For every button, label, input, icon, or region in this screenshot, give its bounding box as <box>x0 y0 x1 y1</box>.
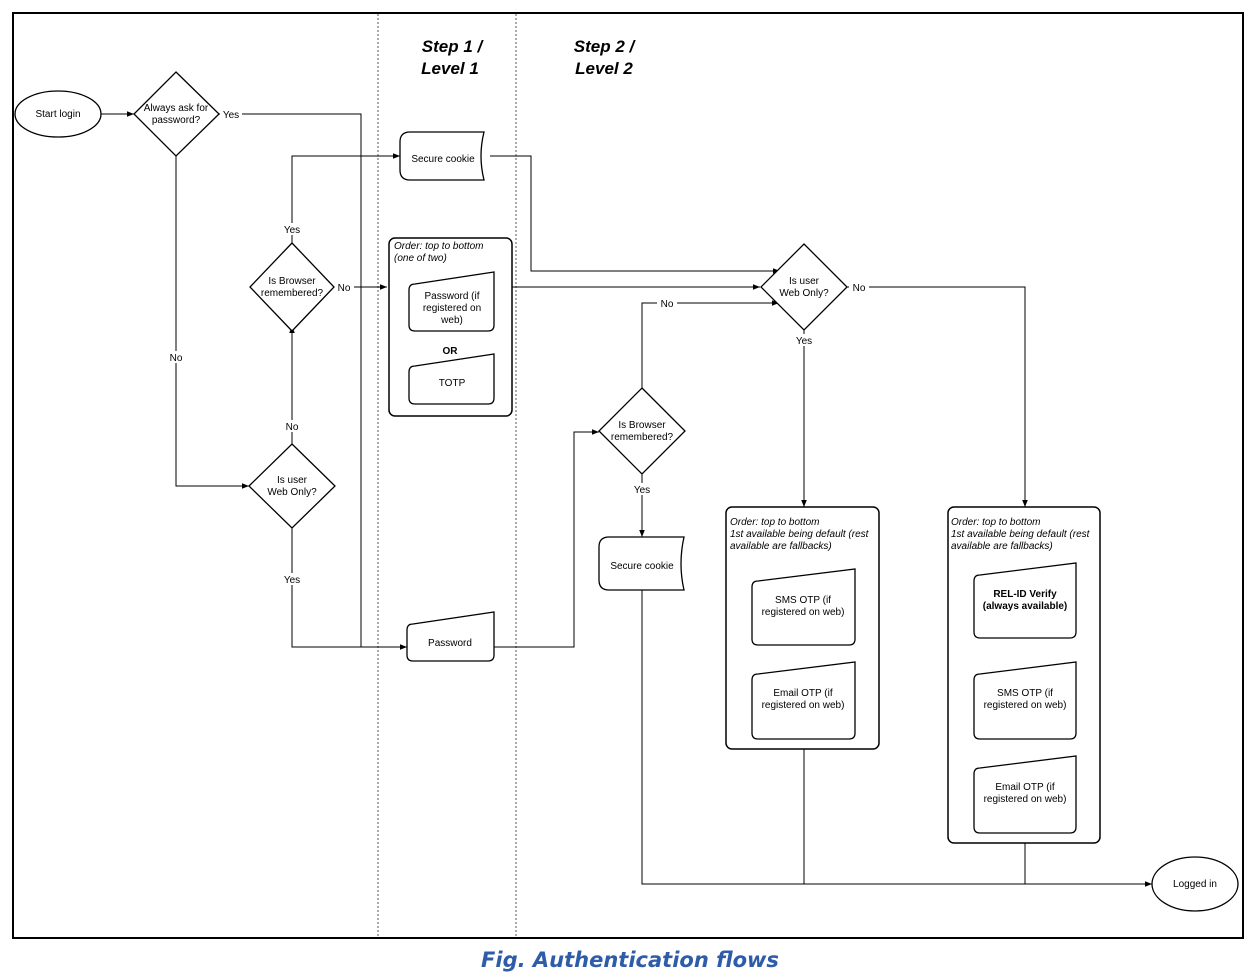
group2-sms-otp-line1: SMS OTP (if <box>775 595 831 606</box>
always-ask-decision <box>133 71 220 157</box>
browser-remembered-1-line2: remembered? <box>261 288 324 299</box>
group2-order-note-line3: available are fallbacks) <box>730 541 832 552</box>
password-web-line1: Password (if <box>424 291 479 302</box>
web-only-2-line1: Is user <box>789 276 820 287</box>
diagram-frame <box>12 12 1244 939</box>
edge-browser-remembered-2-no <box>641 300 779 388</box>
group3-order-note-line2: 1st available being default (rest <box>951 529 1091 540</box>
edge-browser-remembered-1-yes <box>291 153 400 243</box>
browser-remembered-2-line1: Is Browser <box>618 420 666 431</box>
or-label: OR <box>443 346 459 357</box>
lane-title-step2-line1: Step 2 / <box>574 37 637 56</box>
edge-web-only-1-yes <box>291 528 361 648</box>
group2-sms-otp-line2: registered on web) <box>762 607 845 618</box>
group2-email-otp-node <box>751 661 856 740</box>
lane-title-step1-line2: Level 1 <box>421 59 479 78</box>
web-only-2-line2: Web Only? <box>779 288 829 299</box>
authentication-flow-diagram: Step 1 / Level 1 Step 2 / Level 2 <box>12 12 1244 939</box>
group3-order-note-line3: available are fallbacks) <box>951 541 1053 552</box>
group3-sms-otp-line1: SMS OTP (if <box>997 688 1053 699</box>
always-ask-label-line1: Always ask for <box>144 103 209 114</box>
password-label: Password <box>428 638 472 649</box>
always-ask-label-line2: password? <box>152 115 201 126</box>
logged-in-label: Logged in <box>1173 879 1217 890</box>
edge-always-ask-yes <box>219 113 407 650</box>
label-browser-remembered-2-no: No <box>661 299 674 310</box>
edge-password-to-browser-remembered-2 <box>494 429 599 648</box>
start-login-node <box>14 90 102 138</box>
secure-cookie-1-label: Secure cookie <box>411 154 475 165</box>
edge-to-logged-in <box>641 590 1152 887</box>
secure-cookie-2-node <box>598 536 685 591</box>
web-only-1-decision <box>248 443 336 529</box>
label-always-ask-no: No <box>170 353 183 364</box>
group3-sms-otp-node <box>973 661 1077 740</box>
web-only-1-line1: Is user <box>277 475 308 486</box>
browser-remembered-2-decision <box>598 387 686 475</box>
secure-cookie-2-label: Secure cookie <box>610 561 674 572</box>
label-browser-remembered-1-yes: Yes <box>284 225 300 236</box>
totp-label: TOTP <box>439 378 466 389</box>
level1-order-note-line1: Order: top to bottom <box>394 241 484 252</box>
relid-verify-line1: REL-ID Verify <box>993 589 1057 600</box>
password-node <box>406 611 495 662</box>
edge-always-ask-no <box>175 156 249 489</box>
password-web-line3: web) <box>440 315 463 326</box>
group3-email-otp-line1: Email OTP (if <box>995 782 1054 793</box>
totp-node <box>408 353 495 405</box>
web-only-1-line2: Web Only? <box>267 487 317 498</box>
browser-remembered-1-decision <box>249 242 335 332</box>
group2-order-note-line2: 1st available being default (rest <box>730 529 870 540</box>
edge-web-only-2-no <box>847 286 1028 507</box>
label-browser-remembered-2-yes: Yes <box>634 485 650 496</box>
label-browser-remembered-1-no: No <box>338 283 351 294</box>
lane-title-step2-line2: Level 2 <box>575 59 633 78</box>
group3-email-otp-node <box>973 755 1077 834</box>
browser-remembered-1-line1: Is Browser <box>268 276 316 287</box>
logged-in-node <box>1151 856 1239 912</box>
start-login-label: Start login <box>35 109 80 120</box>
password-web-node <box>408 271 495 332</box>
secure-cookie-1-node <box>399 131 485 181</box>
relid-verify-line2: (always available) <box>983 601 1068 612</box>
label-web-only-1-yes: Yes <box>284 575 300 586</box>
edge-secure-cookie-1-to-web-only-2 <box>490 155 780 274</box>
label-web-only-2-yes: Yes <box>796 336 812 347</box>
label-web-only-2-no: No <box>853 283 866 294</box>
web-only-2-decision <box>760 243 848 331</box>
relid-verify-node <box>973 562 1077 639</box>
group2-sms-otp-node <box>751 568 856 646</box>
group3-sms-otp-line2: registered on web) <box>984 700 1067 711</box>
group2-order-note-line1: Order: top to bottom <box>730 517 820 528</box>
figure-caption: Fig. Authentication flows <box>481 948 779 972</box>
group2-email-otp-line2: registered on web) <box>762 700 845 711</box>
label-web-only-1-no: No <box>286 422 299 433</box>
group2-email-otp-line1: Email OTP (if <box>773 688 832 699</box>
group3-email-otp-line2: registered on web) <box>984 794 1067 805</box>
password-web-line2: registered on <box>423 303 481 314</box>
level1-order-note-line2: (one of two) <box>394 253 447 264</box>
group3-order-note-line1: Order: top to bottom <box>951 517 1041 528</box>
label-always-ask-yes: Yes <box>223 110 239 121</box>
browser-remembered-2-line2: remembered? <box>611 432 674 443</box>
lane-title-step1-line1: Step 1 / <box>422 37 485 56</box>
